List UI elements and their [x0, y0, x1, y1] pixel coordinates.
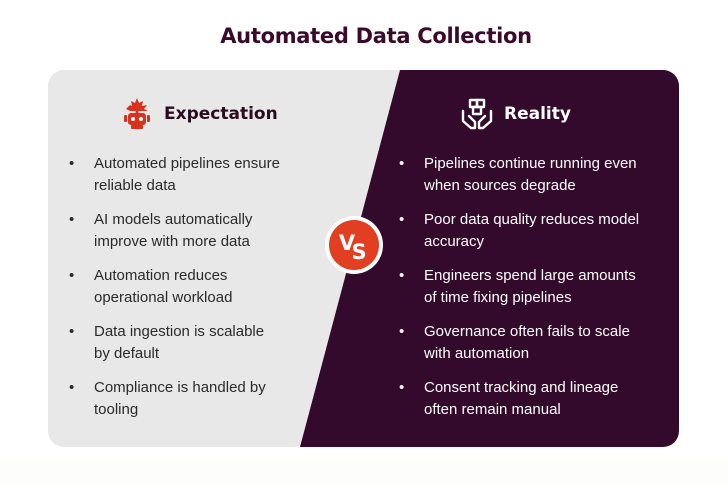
item-line-2: reliable data [94, 177, 176, 194]
item-line-2: by default [94, 345, 160, 362]
item-line-2: operational workload [94, 289, 233, 306]
page-title: Automated Data Collection [220, 24, 532, 48]
bullet-dot: • [399, 267, 405, 284]
item-line-2: when sources degrade [424, 177, 576, 194]
reality-title: Reality [504, 104, 571, 124]
item-line-2: tooling [94, 401, 139, 418]
list-item: • Engineers spend large amounts of time fi… [399, 265, 664, 321]
list-item: • Automated pipelines ensure reliable data [69, 153, 329, 209]
item-line-1: Automated pipelines ensure [94, 155, 280, 172]
item-line-2: often remain manual [424, 401, 561, 418]
bullet-dot: • [399, 155, 405, 172]
item-line-1: AI models automatically [94, 211, 253, 228]
expectation-title: Expectation [164, 104, 278, 124]
item-line-1: Engineers spend large amounts [424, 267, 636, 284]
item-line-1: Pipelines continue running even [424, 155, 637, 172]
list-item: • Automation reduces operational workload [69, 265, 329, 321]
vs-letter-s: S [351, 240, 366, 264]
list-item: • Compliance is handled by tooling [69, 377, 329, 433]
list-item: • AI models automatically improve with mor… [69, 209, 329, 265]
reality-panel [300, 70, 679, 447]
item-line-1: Automation reduces [94, 267, 228, 284]
bullet-dot: • [399, 323, 405, 340]
hands-holding-box-icon [461, 98, 493, 130]
bullet-dot: • [69, 323, 75, 340]
reality-heading: Reality [460, 94, 571, 134]
list-item: • Pipelines continue running even when sou… [399, 153, 664, 209]
reality-list: • Pipelines continue running even when sou… [399, 153, 664, 433]
item-line-2: of time fixing pipelines [424, 289, 572, 306]
bullet-dot: • [69, 155, 75, 172]
bullet-dot: • [69, 211, 75, 228]
expectation-list: • Automated pipelines ensure reliable data… [69, 153, 329, 433]
vs-letter-v: V [339, 231, 356, 255]
vs-badge: V S [325, 216, 383, 274]
item-line-2: accuracy [424, 233, 485, 250]
list-item: • Data ingestion is scalable by default [69, 321, 329, 377]
robot-maple-leaf-icon [124, 98, 150, 129]
item-line-1: Compliance is handled by [94, 379, 266, 396]
bullet-dot: • [69, 379, 75, 396]
item-line-2: with automation [424, 345, 530, 362]
item-line-1: Consent tracking and lineage [424, 379, 619, 396]
item-line-1: Data ingestion is scalable [94, 323, 265, 340]
bullet-dot: • [399, 211, 405, 228]
comparison-card: Expectation Reality • Automated pipelines… [48, 70, 679, 447]
item-line-1: Governance often fails to scale [424, 323, 630, 340]
list-item: • Poor data quality reduces model accuracy [399, 209, 664, 265]
list-item: • Governance often fails to scale with aut… [399, 321, 664, 377]
bullet-dot: • [399, 379, 405, 396]
item-line-1: Poor data quality reduces model [424, 211, 640, 228]
item-line-2: improve with more data [94, 233, 250, 250]
expectation-heading: Expectation [120, 94, 278, 134]
bullet-dot: • [69, 267, 75, 284]
list-item: • Consent tracking and lineage often remai… [399, 377, 664, 433]
